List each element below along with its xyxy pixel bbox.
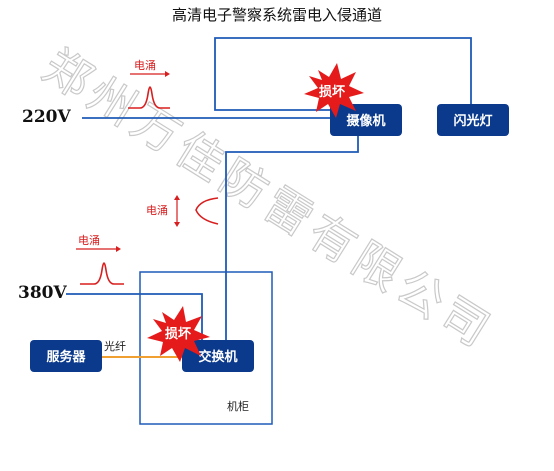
power-380v-line	[66, 293, 203, 340]
damage-camera-label: 损坏	[319, 84, 345, 100]
surge-wave	[80, 262, 124, 285]
flash-label: 闪光灯	[453, 113, 492, 129]
damage-burst-camera: 损坏	[304, 63, 364, 118]
surge-wave	[195, 197, 219, 225]
server-label: 服务器	[46, 349, 86, 365]
surge-indicator-380v: 电涌	[76, 234, 124, 285]
watermark-text: 郑州万佳防雷有限公司	[34, 39, 504, 360]
diagram-title: 高清电子警察系统雷电入侵通道	[172, 6, 382, 24]
surge-wave	[128, 86, 170, 109]
surge-label-top: 电涌	[134, 59, 156, 72]
surge-indicator-220v: 电涌	[128, 59, 170, 109]
switch-box: 交换机	[182, 340, 254, 372]
damage-burst-switch: 损坏	[147, 306, 210, 362]
power-220v-path: 220V	[22, 107, 330, 127]
loop-line	[214, 37, 472, 111]
surge-label-mid: 电涌	[146, 204, 168, 217]
burst-icon	[304, 63, 364, 118]
surge-label-bottom: 电涌	[78, 234, 100, 247]
camera-label: 摄像机	[346, 113, 385, 129]
camera-switch-link	[225, 136, 359, 345]
label-220v: 220V	[22, 107, 71, 127]
watermark: 郑州万佳防雷有限公司	[34, 38, 505, 361]
surge-indicator-mid: 电涌	[146, 195, 219, 227]
server-box: 服务器	[30, 340, 102, 372]
top-enclosure	[214, 37, 472, 111]
burst-icon	[147, 306, 210, 362]
camera-box: 摄像机	[330, 104, 402, 136]
cabinet-outline	[139, 271, 273, 425]
damage-switch-label: 损坏	[165, 326, 191, 342]
fiber-label: 光纤	[104, 339, 126, 353]
cabinet-label: 机柜	[227, 399, 249, 413]
power-380v-path: 380V	[18, 283, 203, 340]
flash-box: 闪光灯	[437, 104, 509, 136]
label-380v: 380V	[18, 283, 67, 303]
switch-label: 交换机	[198, 349, 237, 365]
